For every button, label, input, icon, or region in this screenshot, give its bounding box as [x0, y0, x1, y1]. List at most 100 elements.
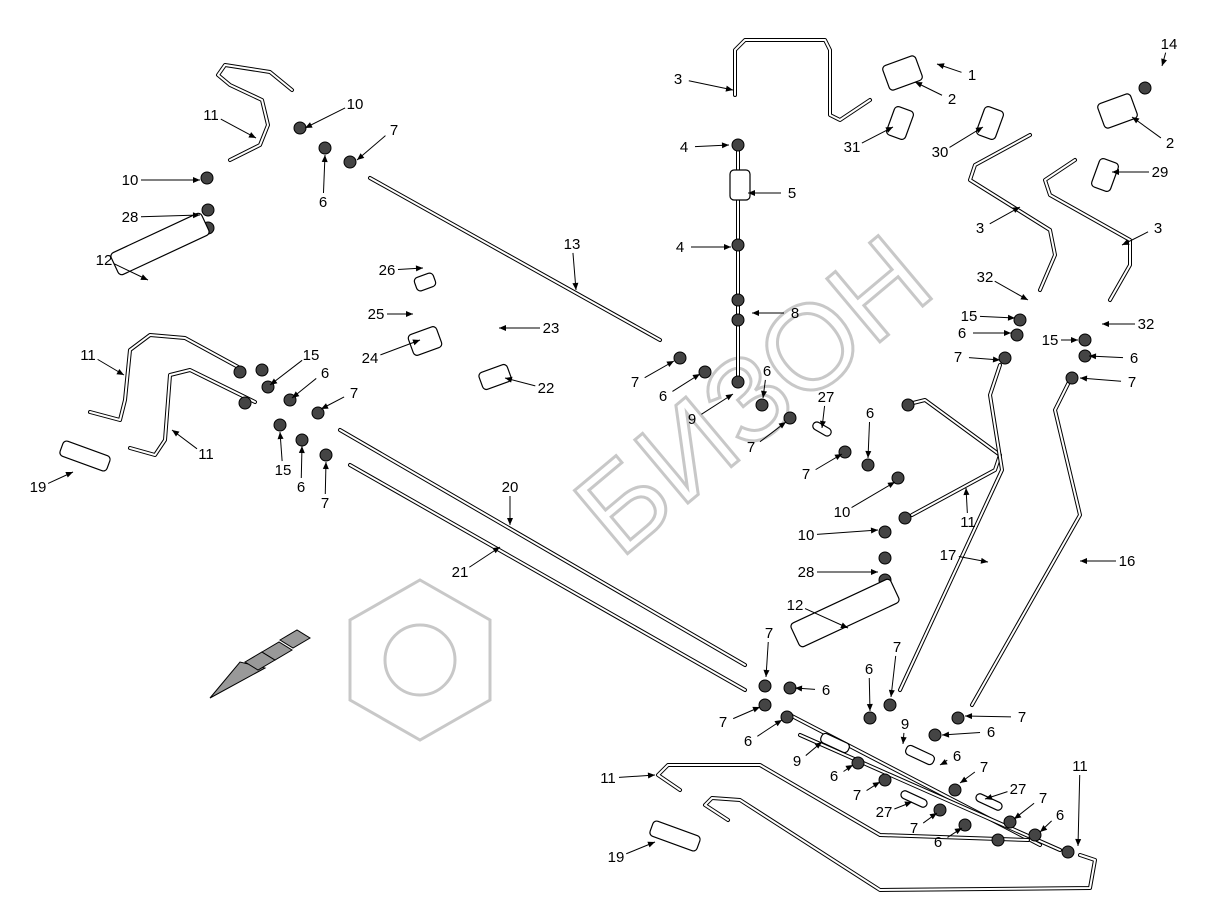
callout-number: 6 [865, 661, 873, 678]
leader-arrowhead [814, 742, 822, 749]
callout-number: 15 [303, 347, 320, 364]
callout-7: 7 [631, 360, 675, 391]
leader-arrowhead [834, 454, 842, 461]
callout-number: 2 [1166, 135, 1174, 152]
callout-number: 9 [901, 716, 909, 733]
callout-number: 9 [688, 411, 696, 428]
leader-arrowhead [193, 177, 200, 183]
fitting-nut [293, 121, 307, 135]
leader-arrowhead [975, 127, 983, 134]
callout-1: 1 [936, 63, 976, 84]
callout-3: 3 [674, 71, 734, 92]
callout-number: 10 [798, 527, 815, 544]
leader-line [851, 481, 896, 508]
component [478, 363, 512, 391]
component [729, 169, 751, 201]
callout-number: 30 [932, 144, 949, 161]
callout-32: 32 [1102, 316, 1154, 333]
callout-26: 26 [379, 262, 424, 279]
fitting-nut [201, 203, 215, 217]
callout-number: 6 [958, 325, 966, 342]
fitting-nut [780, 710, 794, 724]
callout-7: 7 [763, 625, 773, 678]
leader-arrowhead [357, 153, 365, 160]
callout-number: 6 [321, 365, 329, 382]
leader-arrowhead [1040, 825, 1048, 832]
callout-7: 7 [1079, 374, 1136, 391]
callout-number: 6 [987, 724, 995, 741]
callout-number: 6 [830, 768, 838, 785]
callout-number: 6 [866, 405, 874, 422]
callout-number: 15 [275, 462, 292, 479]
callout-number: 7 [1018, 709, 1026, 726]
callout-16: 16 [1080, 553, 1135, 570]
callout-31: 31 [844, 126, 894, 156]
callout-25: 25 [368, 306, 413, 323]
callout-number: 27 [818, 389, 835, 406]
fitting-nut [878, 525, 892, 539]
leader-arrowhead [1089, 353, 1097, 360]
fitting-nut [758, 698, 772, 712]
component [407, 326, 443, 356]
leader-arrowhead [305, 122, 313, 128]
callout-number: 11 [203, 107, 219, 124]
fitting-nut [200, 171, 214, 185]
callout-2: 2 [1131, 116, 1174, 152]
leader-arrowhead [871, 569, 878, 575]
callout-number: 7 [390, 122, 398, 139]
callout-11: 11 [171, 429, 214, 463]
leader-line [380, 339, 421, 356]
callout-number: 6 [319, 194, 327, 211]
fitting-nut [1010, 328, 1024, 342]
callout-number: 7 [980, 759, 988, 776]
component [975, 793, 1003, 811]
callout-number: 24 [362, 350, 379, 367]
fitting-nut [343, 155, 357, 169]
direction-arrow-icon [209, 629, 311, 699]
leader-line [1077, 774, 1081, 847]
component [820, 732, 850, 754]
leader-arrowhead [725, 85, 733, 92]
component [975, 106, 1005, 140]
callout-13: 13 [564, 236, 581, 291]
callout-29: 29 [1112, 164, 1168, 181]
leader-line [304, 107, 346, 129]
leader-arrowhead [960, 776, 968, 783]
callout-number: 23 [543, 320, 560, 337]
callout-9: 9 [688, 393, 734, 428]
callout-7: 7 [954, 349, 1001, 366]
callout-15: 15 [269, 347, 320, 386]
leader-arrowhead [965, 713, 973, 720]
leader-arrowhead [721, 142, 729, 149]
component [790, 578, 900, 648]
callout-number: 11 [1072, 758, 1088, 775]
fitting-nut [1013, 313, 1027, 327]
component [885, 106, 915, 140]
fitting-nut [838, 445, 852, 459]
callout-number: 12 [96, 252, 113, 269]
leader-arrowhead [248, 132, 256, 138]
callout-number: 7 [802, 466, 810, 483]
leader-arrowhead [845, 765, 853, 772]
callout-6: 6 [794, 682, 830, 699]
leader-arrowhead [1014, 812, 1022, 819]
callout-number: 7 [893, 639, 901, 656]
fitting-nut [1138, 81, 1152, 95]
callout-number: 4 [676, 239, 684, 256]
callout-9: 9 [900, 716, 909, 745]
leader-arrowhead [885, 127, 893, 133]
callout-number: 10 [834, 504, 851, 521]
leader-arrowhead [840, 622, 848, 628]
leader-arrowhead [748, 190, 755, 196]
callout-number: 32 [1138, 316, 1155, 333]
fitting-nut [998, 351, 1012, 365]
pipe-line [733, 38, 872, 122]
callout-number: 11 [198, 446, 214, 463]
component [1090, 158, 1120, 192]
callout-12: 12 [96, 252, 149, 281]
callout-number: 13 [564, 236, 581, 253]
fitting-nut [783, 681, 797, 695]
callout-number: 11 [80, 347, 96, 364]
